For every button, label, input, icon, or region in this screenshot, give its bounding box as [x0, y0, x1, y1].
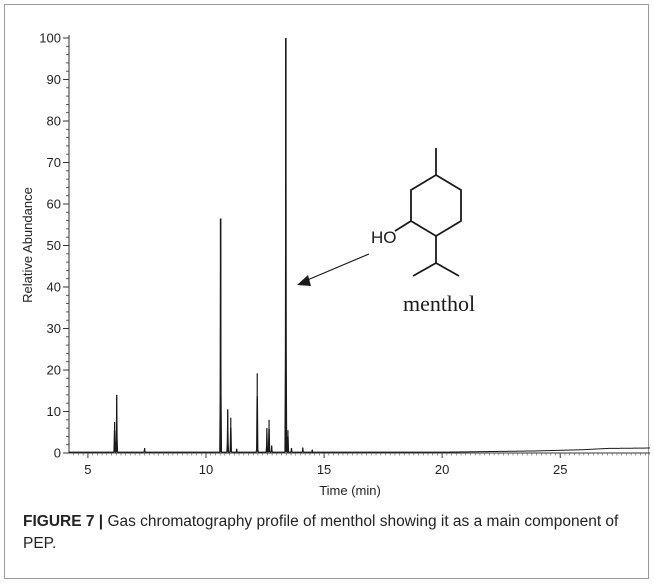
y-tick-label: 40 — [47, 280, 61, 295]
annotation-arrow-head — [297, 275, 311, 286]
hydroxyl-bond — [394, 220, 412, 232]
y-ticks: 0 10 20 30 40 50 60 70 80 90 100 — [39, 31, 69, 461]
isopropyl-left — [412, 262, 437, 277]
x-ticks: 5 10 15 20 25 — [84, 453, 567, 477]
y-axis-label: Relative Abundance — [20, 187, 35, 303]
x-minor-ticks — [73, 453, 650, 456]
x-tick-label: 20 — [435, 462, 449, 477]
y-tick-label: 100 — [39, 31, 61, 46]
y-tick-label: 90 — [47, 72, 61, 87]
annotation-arrow-line — [304, 253, 370, 282]
figure-frame: 0 10 20 30 40 50 60 70 80 90 100 5 10 15 20 25 Time (m… — [4, 4, 650, 579]
chromatogram-plot: 0 10 20 30 40 50 60 70 80 90 100 5 10 15 20 25 Time (m… — [20, 31, 650, 498]
y-tick-label: 50 — [47, 238, 61, 253]
trace-baseline — [69, 37, 650, 454]
x-tick-label: 10 — [199, 462, 213, 477]
menthol-label: menthol — [403, 291, 475, 316]
y-tick-label: 20 — [47, 363, 61, 378]
menthol-structure — [394, 148, 462, 277]
y-tick-label: 30 — [47, 321, 61, 336]
hydroxyl-label: HO — [371, 228, 397, 247]
x-tick-label: 15 — [317, 462, 331, 477]
y-tick-label: 10 — [47, 404, 61, 419]
y-tick-label: 60 — [47, 197, 61, 212]
caption-text: Gas chromatography profile of menthol sh… — [23, 513, 619, 552]
x-tick-label: 25 — [553, 462, 567, 477]
y-tick-label: 70 — [47, 155, 61, 170]
axes — [68, 35, 650, 454]
isopropyl-right — [435, 262, 460, 277]
y-tick-label: 80 — [47, 114, 61, 129]
figure-caption: FIGURE 7 | Gas chromatography profile of… — [23, 511, 633, 555]
x-tick-label: 5 — [84, 462, 91, 477]
chromatogram-trace — [69, 37, 650, 454]
caption-label: FIGURE 7 | — [23, 513, 104, 530]
x-axis-label: Time (min) — [319, 483, 381, 498]
y-tick-label: 0 — [54, 446, 61, 461]
cyclohexane-ring — [410, 173, 462, 238]
